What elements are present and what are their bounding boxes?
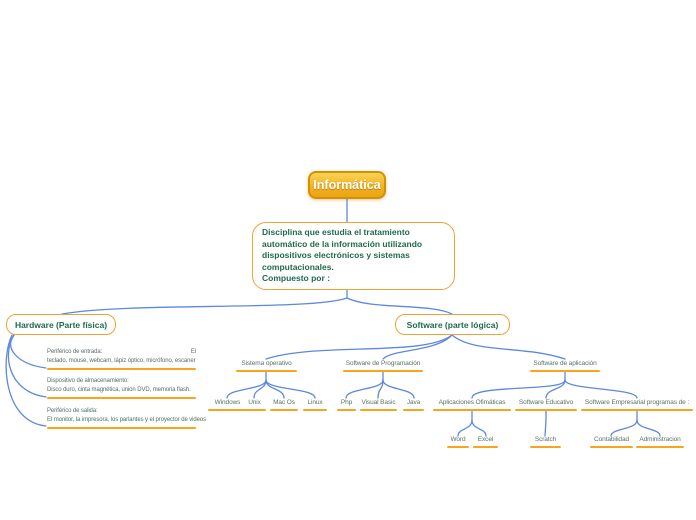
- underline-bar: [337, 408, 356, 412]
- underline-bar: [236, 369, 297, 373]
- node-software-aplicacion[interactable]: Software de aplicación: [530, 360, 600, 373]
- node-visual-basic[interactable]: Visual Basic: [360, 399, 397, 412]
- leaf-label: Scratch: [534, 436, 557, 443]
- underline-bar: [47, 396, 196, 400]
- leaf-label: Excel: [477, 436, 494, 443]
- node-linux[interactable]: Linux: [303, 399, 327, 412]
- underline-bar: [473, 445, 498, 449]
- underline-bar: [208, 408, 247, 412]
- hw-item-body: teclado, mouse, webcam, lápiz óptico, mi…: [47, 358, 196, 364]
- node-periferico-entrada[interactable]: Periférico de entrada: El teclado, mouse…: [47, 348, 196, 371]
- node-sistema-operativo[interactable]: Sistema operativo: [236, 360, 297, 373]
- leaf-label: Visual Basic: [361, 399, 396, 406]
- node-unix[interactable]: Unix: [243, 399, 266, 412]
- hw-item-title: Dispositivo de almacenamiento:: [47, 378, 129, 384]
- hw-item-line1: Dispositivo de almacenamiento:: [47, 377, 196, 386]
- leaf-label: Linux: [307, 399, 323, 406]
- underline-bar: [530, 369, 600, 373]
- underline-bar: [47, 426, 196, 430]
- underline-bar: [515, 408, 577, 412]
- underline-bar: [303, 408, 327, 412]
- node-administracion[interactable]: Administracion: [636, 436, 684, 449]
- underline-bar: [530, 445, 561, 449]
- leaf-label: Unix: [248, 399, 261, 406]
- underline-bar: [243, 408, 266, 412]
- node-contabilidad[interactable]: Contabilidad: [590, 436, 633, 449]
- node-mac-os[interactable]: Mac Os: [270, 399, 298, 412]
- leaf-label: Php: [340, 399, 353, 406]
- hw-item-body: El monitor, la impresora, los parlantes …: [47, 417, 207, 423]
- leaf-label: Software de aplicación: [533, 360, 597, 367]
- leaf-label: Java: [406, 399, 421, 406]
- node-windows[interactable]: Windows: [208, 399, 247, 412]
- hw-item-title: Periférico de salida:: [47, 408, 98, 414]
- node-software-educativo[interactable]: Software Educativo: [515, 399, 577, 412]
- leaf-label: Word: [450, 436, 466, 443]
- underline-bar: [447, 445, 469, 449]
- underline-bar: [433, 408, 511, 412]
- underline-bar: [343, 369, 423, 373]
- hw-item-line1: Periférico de salida:: [47, 407, 196, 416]
- underline-bar: [403, 408, 424, 412]
- hw-item-body: Disco duro, cinta magnética, unión DVD, …: [47, 387, 191, 393]
- underline-bar: [581, 408, 693, 412]
- node-software-empresarial[interactable]: Software Empresarial programas de :: [581, 399, 693, 412]
- leaf-label: Software de Programación: [345, 360, 421, 367]
- node-php[interactable]: Php: [337, 399, 356, 412]
- hw-item-line1: Periférico de entrada: El: [47, 348, 196, 357]
- underline-bar: [636, 445, 684, 449]
- underline-bar: [47, 367, 196, 371]
- node-description[interactable]: Disciplina que estudia el tratamiento au…: [252, 222, 455, 290]
- node-aplicaciones-ofimaticas[interactable]: Aplicaciones Ofimáticas: [433, 399, 511, 412]
- underline-bar: [360, 408, 397, 412]
- node-java[interactable]: Java: [403, 399, 424, 412]
- underline-bar: [270, 408, 298, 412]
- node-software[interactable]: Software (parte lógica): [395, 314, 510, 335]
- node-dispositivo-almacenamiento[interactable]: Dispositivo de almacenamiento: Disco dur…: [47, 377, 196, 400]
- node-software-programacion[interactable]: Software de Programación: [343, 360, 423, 373]
- node-scratch[interactable]: Scratch: [530, 436, 561, 449]
- hw-item-title: Periférico de entrada:: [47, 349, 103, 355]
- leaf-label: Mac Os: [273, 399, 295, 406]
- leaf-label: Sistema operativo: [241, 360, 292, 367]
- leaf-label: Administracion: [639, 436, 681, 443]
- node-periferico-salida[interactable]: Periférico de salida: El monitor, la imp…: [47, 407, 207, 430]
- node-informatica[interactable]: Informática: [308, 171, 386, 199]
- leaf-label: Contabilidad: [594, 436, 629, 443]
- node-hardware[interactable]: Hardware (Parte física): [6, 314, 116, 335]
- leaf-label: Software Empresarial programas de :: [584, 399, 690, 406]
- node-word[interactable]: Word: [447, 436, 469, 449]
- node-excel[interactable]: Excel: [473, 436, 498, 449]
- hw-item-trailing: El: [190, 349, 196, 355]
- underline-bar: [590, 445, 633, 449]
- leaf-label: Windows: [214, 399, 241, 406]
- leaf-label: Software Educativo: [518, 399, 574, 406]
- leaf-label: Aplicaciones Ofimáticas: [438, 399, 506, 406]
